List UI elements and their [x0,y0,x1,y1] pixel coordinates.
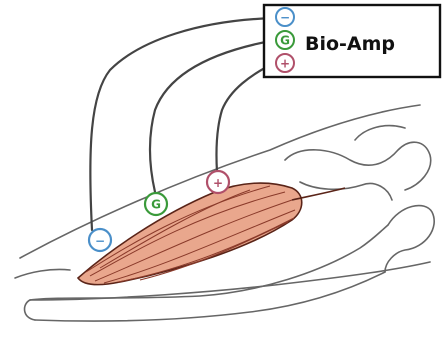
electrode-positive: + [207,171,229,193]
electrode-negative: − [89,229,111,251]
scapula [285,142,431,190]
electrode-ground-symbol: G [151,198,161,212]
clavicle [355,126,405,140]
muscle-belly [78,183,302,285]
electrode-negative-symbol: − [95,234,105,248]
electrode-ground: G [145,193,167,215]
terminal-ground-symbol: G [280,34,290,48]
wire-ground [150,40,276,192]
terminal-positive-symbol: + [280,57,290,71]
bio-amp-box: Bio-Amp − G + [264,5,440,77]
acromion [300,182,392,200]
forearm-edge [15,269,70,278]
terminal-ground: G [276,31,294,49]
terminal-negative: − [276,8,294,26]
muscle [78,183,345,285]
bio-amp-title: Bio-Amp [305,33,395,55]
terminal-positive: + [276,54,294,72]
wire-positive [217,62,276,172]
electrode-positive-symbol: + [213,176,223,190]
terminal-negative-symbol: − [280,11,290,25]
bone-end-left [25,300,35,320]
